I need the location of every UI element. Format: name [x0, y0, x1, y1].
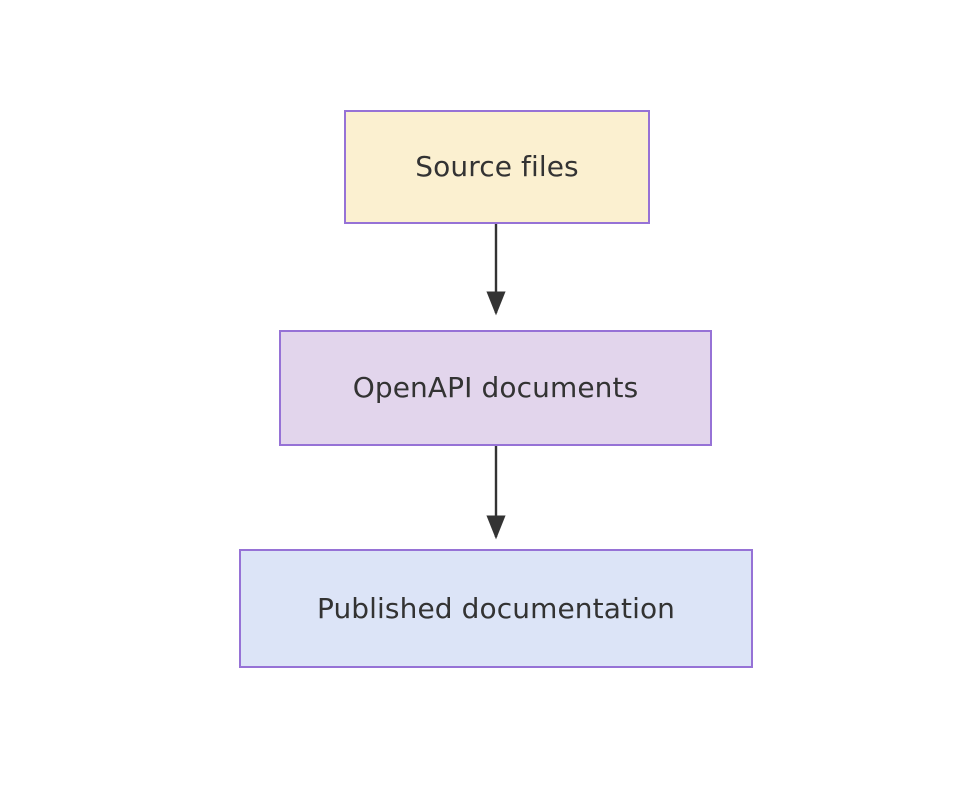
node-openapi-documents-label: OpenAPI documents [352, 371, 639, 404]
node-source-files[interactable]: Source files [344, 110, 650, 224]
node-source-files-label: Source files [415, 150, 579, 183]
node-openapi-documents[interactable]: OpenAPI documents [279, 330, 712, 446]
node-published-documentation[interactable]: Published documentation [239, 549, 753, 668]
node-published-documentation-label: Published documentation [316, 591, 676, 625]
